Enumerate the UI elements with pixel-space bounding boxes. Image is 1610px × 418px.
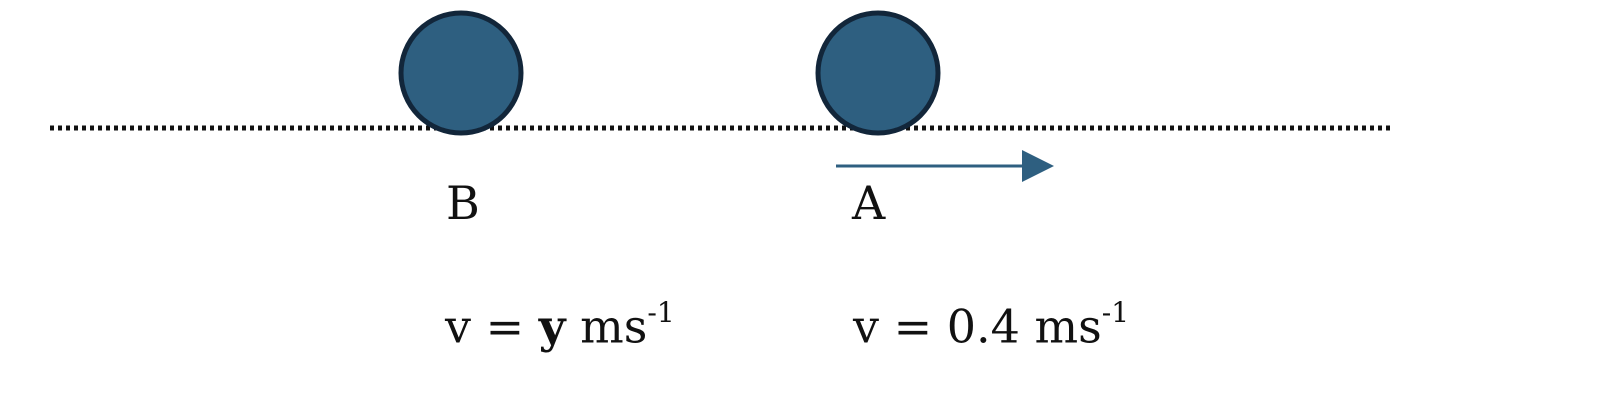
velocity-a-prefix: v = <box>853 299 947 354</box>
velocity-arrow-head <box>1022 150 1054 182</box>
velocity-b-value: y <box>538 299 566 354</box>
ball-a-label: A <box>852 176 886 230</box>
velocity-a-equation: v = 0.4 ms-1 <box>853 299 1129 350</box>
velocity-b-equation: v = y ms-1 <box>445 299 675 350</box>
velocity-b-exponent: -1 <box>647 296 675 329</box>
velocity-a-exponent: -1 <box>1101 296 1130 329</box>
velocity-b-prefix: v = <box>445 299 539 354</box>
ball-b-label: B <box>446 176 480 230</box>
velocity-a-value: 0.4 <box>946 299 1020 354</box>
ball-b <box>398 10 524 136</box>
velocity-b-unit: ms <box>565 299 648 354</box>
ball-a <box>815 10 941 136</box>
velocity-a-unit: ms <box>1019 299 1102 354</box>
